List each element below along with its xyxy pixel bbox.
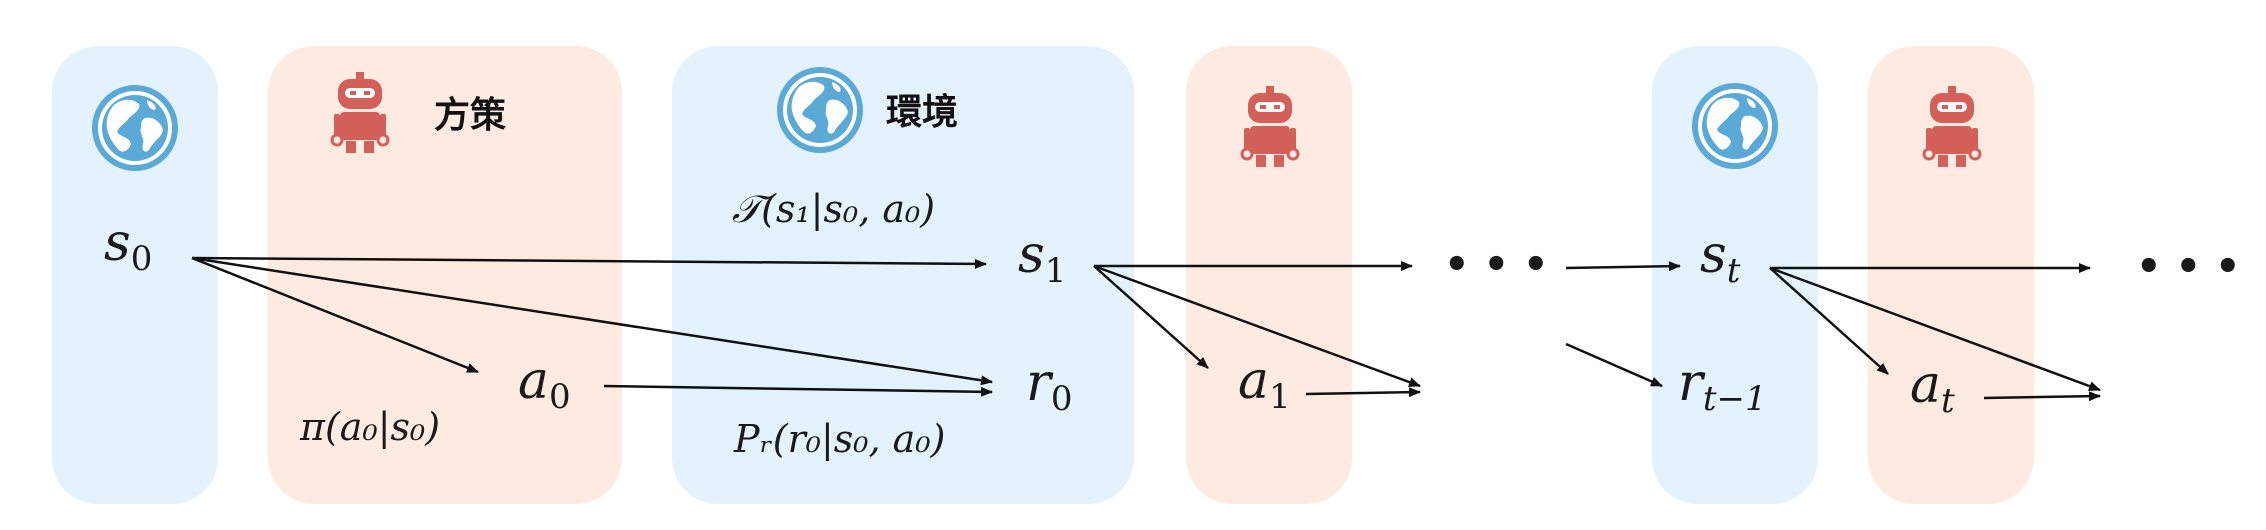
- arrow-into-rt-1: [1565, 342, 1663, 388]
- arrow-st-rt: [1769, 266, 2101, 392]
- node-a0: a0: [518, 351, 571, 417]
- node-rt-1: rt−1: [1678, 353, 1767, 419]
- arrow-s0-s1: [191, 256, 987, 269]
- reward-formula: Pᵣ(r₀|s₀, a₀): [733, 417, 945, 461]
- node-s0: s0: [104, 213, 152, 279]
- node-st: st: [1700, 225, 1741, 291]
- arrow-dots-st: [1565, 261, 1681, 272]
- arrows: [191, 256, 2101, 402]
- arrow-s1-r1: [1093, 264, 1421, 388]
- policy-formula: π(a₀|s₀): [299, 405, 440, 449]
- env-title: 環境: [886, 92, 958, 133]
- arrow-a1-r1: [1305, 387, 1421, 398]
- node-r0: r0: [1026, 353, 1073, 419]
- policy-panel-1: [1186, 46, 1352, 504]
- ellipsis-end: • • •: [2136, 243, 2241, 290]
- ellipsis-middle: • • •: [1444, 241, 1549, 288]
- arrow-s0-r0: [191, 256, 993, 386]
- policy-title: 方策: [434, 95, 506, 136]
- node-at: at: [1910, 355, 1955, 421]
- policy-panel-t: [1868, 46, 2034, 504]
- arrow-st-at: [1769, 267, 1889, 375]
- policy-panel-0: [268, 46, 622, 504]
- env-panel-0: [52, 46, 218, 504]
- globe-icon: [1695, 86, 1775, 166]
- arrow-at-rt: [1983, 391, 2101, 402]
- globe-icon: [95, 88, 175, 168]
- arrow-s1-a1: [1093, 265, 1209, 369]
- node-s1: s1: [1018, 225, 1066, 291]
- transition-formula: 𝒯(s₁|s₀, a₀): [732, 187, 935, 231]
- globe-icon: [780, 70, 860, 150]
- arrow-s0-a0: [191, 256, 479, 374]
- node-a1: a1: [1238, 351, 1291, 417]
- env-panel-t: [1652, 46, 1818, 504]
- arrow-a0-r0: [603, 384, 993, 397]
